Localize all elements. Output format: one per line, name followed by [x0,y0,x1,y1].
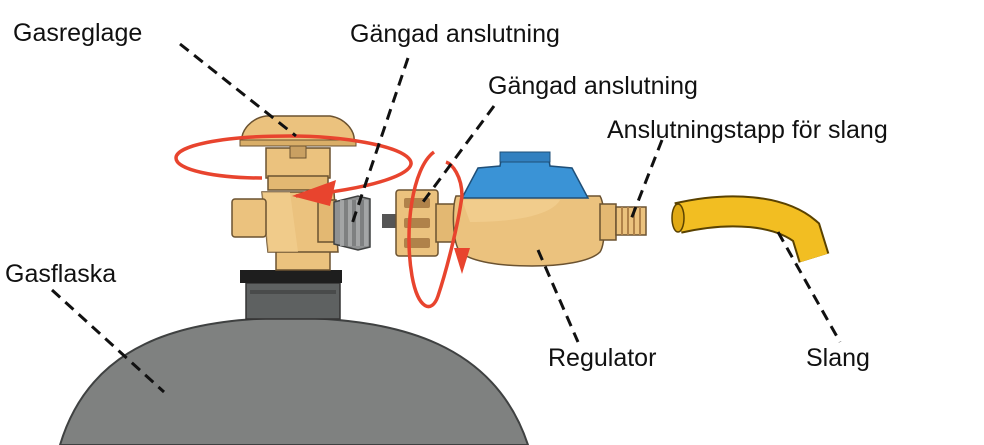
valve-outlet-thread-grooves [340,200,368,246]
hose-end [671,203,685,233]
valve-side-port [231,198,267,238]
cylinder-collar-band [250,290,336,294]
nut-rotation-curve [407,150,464,309]
regulator-cap-top [499,151,551,163]
leader-hose [776,231,842,343]
hose [671,195,830,263]
regulator [382,151,617,267]
cylinder-collar [245,282,341,320]
handle-rotation-arrow [174,134,413,206]
regulator-body-highlight [462,200,560,222]
cylinder-valve [231,147,371,271]
label-regulator: Regulator [548,344,657,372]
label-threaded-connection-regulator: Gängad anslutning [488,72,698,100]
nut-rotation-arrow [407,150,470,309]
label-cylinder: Gasflaska [5,260,117,288]
hose-nozzle-body [615,206,647,236]
leader-cylinder [50,288,166,394]
valve-handle-spindle [289,145,307,159]
leader-valve-handle [179,42,297,138]
handle-rotation-arrowhead [292,180,336,206]
leader-lines [50,42,842,394]
gas-cylinder [58,270,530,445]
hose-tube-fill [674,197,828,263]
label-threaded-connection-valve: Gängad anslutning [350,20,560,48]
valve-body-shade [262,192,298,252]
cylinder-neck-ring [240,270,342,283]
label-hose-nozzle: Anslutningstapp för slang [607,116,888,144]
nut-rotation-arrowhead [454,248,470,274]
label-hose: Slang [806,344,870,372]
leader-hose-nozzle [628,139,664,223]
label-valve-handle: Gasreglage [13,19,143,47]
regulator-outlet-boss [599,203,617,241]
leader-threaded-connection-regulator [418,105,496,207]
hose-nozzle [615,206,647,236]
cylinder-dome [58,316,530,445]
leader-threaded-connection-valve [350,57,410,225]
handle-rotation-curve [174,134,413,198]
valve-handle-rim [239,139,357,147]
